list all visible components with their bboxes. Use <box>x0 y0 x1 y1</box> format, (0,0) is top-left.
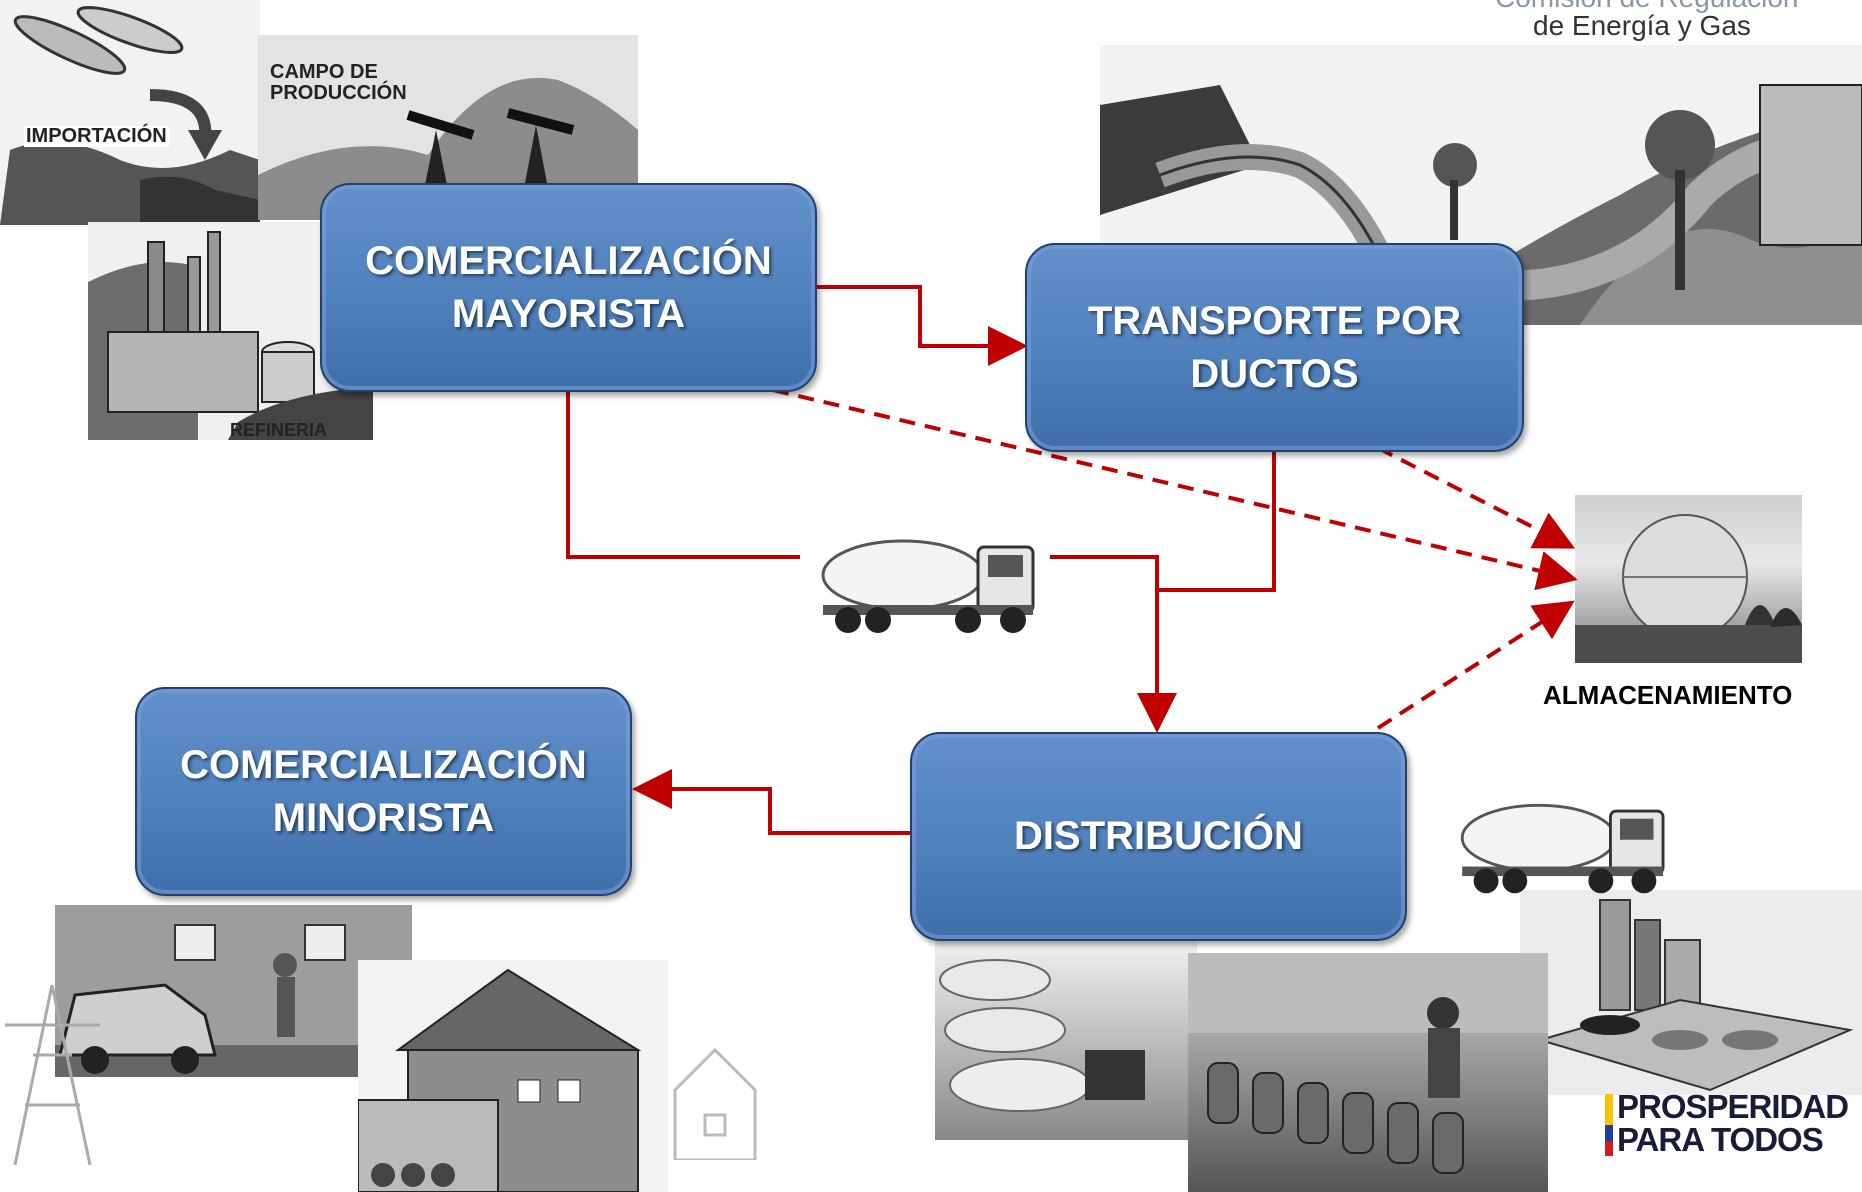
refinery-illustration <box>88 222 373 440</box>
logo-line2: PARA TODOS <box>1617 1121 1824 1158</box>
header-line2: de Energía y Gas <box>1533 10 1751 41</box>
house-sketch <box>670 1030 760 1162</box>
tanker-truck-right-icon <box>1455 790 1675 900</box>
refineria-label: REFINERIA <box>230 420 328 440</box>
edge-transporte-distribucion <box>1157 448 1276 592</box>
storage-tank-photo <box>1575 495 1802 663</box>
node-transporte-por-ductos-label: TRANSPORTE POR DUCTOS <box>1087 298 1462 396</box>
almacenamiento-label: ALMACENAMIENTO <box>1543 680 1793 710</box>
node-distribucion[interactable]: DISTRIBUCIÓN <box>910 732 1407 941</box>
node-comercializacion-minorista-label: COMERCIALIZACIÓN MINORISTA <box>180 742 587 840</box>
gas-shop-house-illustration <box>358 960 668 1192</box>
flag-icon <box>1605 1094 1613 1156</box>
tanks-row-photo <box>935 940 1197 1140</box>
importacion-label: IMPORTACIÓN <box>24 125 169 147</box>
cylinder-filling-photo <box>1188 953 1548 1192</box>
logo-line1: PROSPERIDAD <box>1617 1088 1849 1125</box>
edge-cisterna-distribucion <box>1050 555 1177 733</box>
edge-mayorista-almacenamiento <box>772 388 1578 591</box>
edge-distribucion-almacenamiento <box>1376 600 1575 730</box>
tanker-truck-center-icon <box>818 525 1043 640</box>
node-comercializacion-minorista[interactable]: COMERCIALIZACIÓN MINORISTA <box>135 687 632 896</box>
street-delivery-illustration <box>55 905 412 1077</box>
edge-transporte-almacenamiento <box>1377 446 1576 549</box>
node-distribucion-label: DISTRIBUCIÓN <box>1014 814 1303 858</box>
power-tower-sketch <box>5 984 100 1166</box>
node-comercializacion-mayorista[interactable]: COMERCIALIZACIÓN MAYORISTA <box>320 183 817 392</box>
edge-mayorista-transporte <box>817 285 1028 366</box>
edge-mayorista-cisterna <box>566 390 800 559</box>
city-tanks-illustration <box>1520 890 1862 1095</box>
edge-distribucion-minorista <box>632 769 913 835</box>
campo-produccion-label: CAMPO DE PRODUCCIÓN <box>270 61 407 104</box>
node-comercializacion-mayorista-label: COMERCIALIZACIÓN MAYORISTA <box>365 238 772 336</box>
import-ships-illustration <box>0 0 260 225</box>
header-line1: Comisión de Regulación <box>1495 0 1799 14</box>
node-transporte-por-ductos[interactable]: TRANSPORTE POR DUCTOS <box>1025 243 1524 452</box>
prosperidad-logo: PROSPERIDAD PARA TODOS <box>1605 1090 1862 1170</box>
